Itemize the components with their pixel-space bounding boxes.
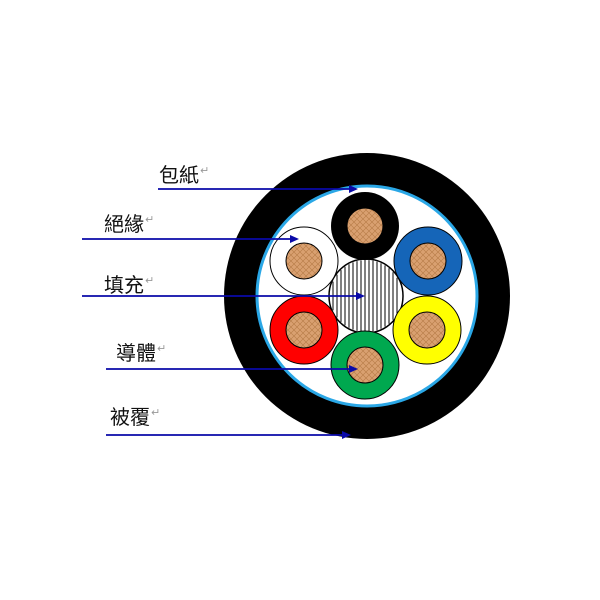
core-red (269, 295, 339, 365)
core-yellow (392, 295, 462, 365)
leader-line-sheath (106, 431, 351, 439)
core-black (331, 192, 399, 260)
label-insulation: 絕緣↵ (104, 214, 154, 234)
core-green (330, 330, 400, 400)
label-filler: 填充↵ (104, 275, 154, 295)
label-wrap-text: 包紙 (159, 163, 199, 187)
core-blue (393, 226, 463, 296)
leader-line-wrap (158, 185, 358, 193)
label-sheath-text: 被覆 (110, 405, 150, 429)
core-white (269, 226, 339, 296)
leader-line-conductor (106, 365, 358, 373)
leader-line-insulation (82, 235, 299, 243)
label-filler-text: 填充 (104, 273, 144, 297)
label-conductor-text: 導體 (116, 341, 156, 365)
label-wrap: 包紙↵ (159, 165, 209, 185)
label-sheath: 被覆↵ (110, 407, 160, 427)
label-insulation-text: 絕緣 (104, 212, 144, 236)
label-conductor: 導體↵ (116, 343, 166, 363)
return-mark: ↵ (145, 213, 155, 226)
return-mark: ↵ (145, 274, 155, 287)
leader-lines (82, 185, 365, 439)
return-mark: ↵ (157, 342, 167, 355)
leader-line-filler (82, 292, 365, 300)
return-mark: ↵ (200, 164, 210, 177)
return-mark: ↵ (151, 406, 161, 419)
